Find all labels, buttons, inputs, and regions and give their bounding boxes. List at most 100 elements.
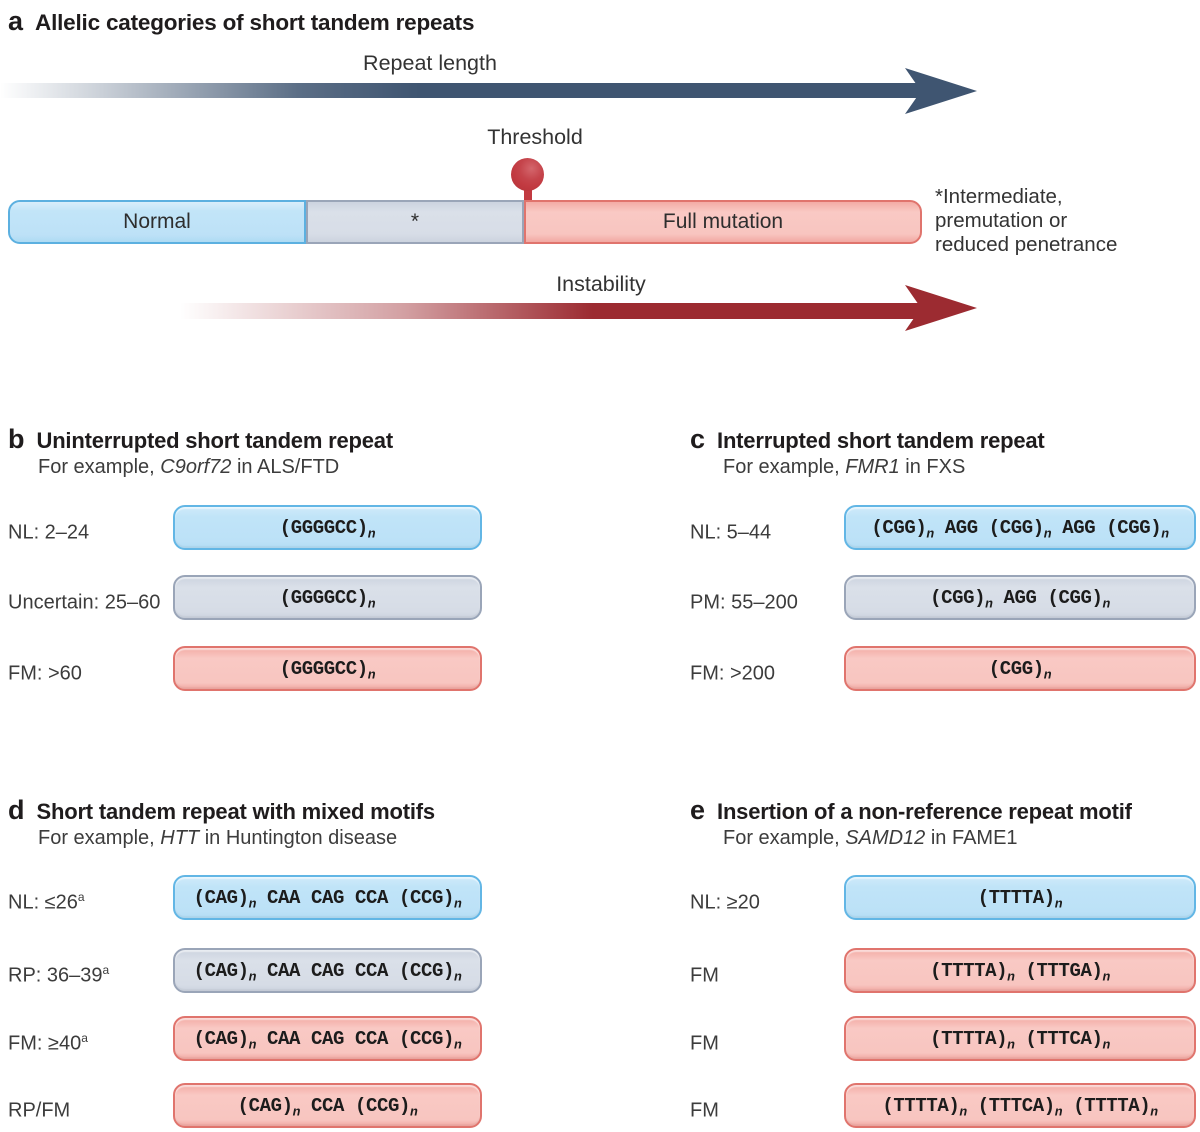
panel-c-header: c Interrupted short tandem repeat	[690, 424, 1045, 455]
repeat-motif-text: (TTTTA)n	[977, 886, 1063, 912]
allele-row: FM: >60 (GGGGCC)n	[0, 646, 660, 691]
panel-d-subtitle: For example, HTT in Huntington disease	[38, 827, 397, 850]
motif-pill: (CAG)n CAA CAG CCA (CCG)n	[173, 875, 482, 920]
repeat-length-label: Repeat length	[363, 51, 497, 75]
gene-name: SAMD12	[845, 827, 926, 849]
motif-pill: (TTTTA)n (TTTCA)n	[844, 1016, 1196, 1061]
motif-pill: (CGG)n	[844, 646, 1196, 691]
allele-range-label: FM	[690, 1099, 719, 1122]
threshold-pin-icon	[511, 158, 544, 191]
gene-name: FMR1	[845, 456, 900, 478]
allele-range-label: Uncertain: 25–60	[8, 591, 161, 614]
repeat-motif-text: (GGGGCC)n	[279, 657, 376, 683]
bar-segment-full-mutation-label: Full mutation	[662, 210, 784, 233]
repeat-motif-text: (CAG)n CAA CAG CCA (CCG)n	[193, 886, 462, 912]
motif-pill: (CGG)n AGG (CGG)n	[844, 575, 1196, 620]
instability-label: Instability	[556, 272, 646, 296]
allele-row: PM: 55–200 (CGG)n AGG (CGG)n	[680, 575, 1200, 620]
panel-b-letter: b	[8, 424, 25, 454]
repeat-motif-text: (GGGGCC)n	[279, 516, 376, 542]
panel-d-header: d Short tandem repeat with mixed motifs	[8, 795, 435, 826]
allele-row: FM: >200 (CGG)n	[680, 646, 1200, 691]
allele-row: NL: ≤26a (CAG)n CAA CAG CCA (CCG)n	[0, 875, 660, 920]
asterisk-note-line: *Intermediate,	[935, 185, 1063, 208]
allele-range-label: NL: 5–44	[690, 521, 772, 544]
repeat-motif-text: (TTTTA)n (TTTGA)n	[930, 959, 1110, 985]
allele-row: NL: ≥20 (TTTTA)n	[680, 875, 1200, 920]
panel-c-letter: c	[690, 424, 706, 454]
repeat-motif-text: (CAG)n CCA (CCG)n	[237, 1094, 418, 1120]
panel-e-subtitle: For example, SAMD12 in FAME1	[723, 827, 1018, 850]
asterisk-note: *Intermediate, premutation or reduced pe…	[935, 185, 1117, 257]
motif-pill: (CAG)n CCA (CCG)n	[173, 1083, 482, 1128]
repeat-length-arrowhead-icon	[905, 68, 977, 114]
allele-category-bar: Normal * Full mutation	[8, 200, 922, 244]
panel-d: d Short tandem repeat with mixed motifs …	[0, 791, 660, 1132]
allele-row: FM (TTTTA)n (TTTCA)n	[680, 1016, 1200, 1061]
panel-c: c Interrupted short tandem repeat For ex…	[680, 420, 1200, 765]
example-prefix: For example,	[38, 456, 161, 478]
allele-range-label: FM: >200	[690, 662, 776, 685]
repeat-motif-text: (CGG)n AGG (CGG)n AGG (CGG)n	[871, 516, 1169, 542]
panel-c-subtitle: For example, FMR1 in FXS	[723, 456, 965, 479]
example-prefix: For example,	[723, 456, 846, 478]
motif-pill: (TTTTA)n	[844, 875, 1196, 920]
bar-segment-normal-label: Normal	[123, 210, 191, 233]
panel-e: e Insertion of a non-reference repeat mo…	[680, 791, 1200, 1132]
repeat-motif-text: (CGG)n AGG (CGG)n	[930, 586, 1110, 612]
allele-range-label: FM	[690, 964, 719, 987]
threshold-label: Threshold	[487, 125, 583, 149]
panel-c-title: Interrupted short tandem repeat	[717, 428, 1045, 453]
allele-row: FM (TTTTA)n (TTTGA)n	[680, 948, 1200, 993]
panel-b-header: b Uninterrupted short tandem repeat	[8, 424, 393, 455]
bar-segment-full-mutation: Full mutation	[524, 200, 922, 244]
motif-pill: (CGG)n AGG (CGG)n AGG (CGG)n	[844, 505, 1196, 550]
instability-arrow	[180, 303, 930, 319]
example-suffix: in FAME1	[925, 827, 1018, 849]
allele-row: FM (TTTTA)n (TTTCA)n (TTTTA)n	[680, 1083, 1200, 1128]
allele-row: RP: 36–39a (CAG)n CAA CAG CCA (CCG)n	[0, 948, 660, 993]
panel-b-subtitle: For example, C9orf72 in ALS/FTD	[38, 456, 339, 479]
allele-range-label: NL: 2–24	[8, 521, 90, 544]
motif-pill: (GGGGCC)n	[173, 575, 482, 620]
motif-pill: (CAG)n CAA CAG CCA (CCG)n	[173, 1016, 482, 1061]
panel-d-title: Short tandem repeat with mixed motifs	[36, 799, 436, 824]
motif-pill: (CAG)n CAA CAG CCA (CCG)n	[173, 948, 482, 993]
allele-row: NL: 5–44 (CGG)n AGG (CGG)n AGG (CGG)n	[680, 505, 1200, 550]
bar-segment-uncertain-label: *	[410, 210, 420, 233]
instability-arrowhead-icon	[905, 285, 977, 331]
gene-name: HTT	[160, 827, 200, 849]
example-prefix: For example,	[723, 827, 846, 849]
allele-range-label: FM: ≥40a	[8, 1031, 88, 1055]
bar-segment-uncertain: *	[306, 200, 524, 244]
repeat-motif-text: (CGG)n	[988, 657, 1052, 683]
allele-range-label: FM: >60	[8, 662, 82, 685]
motif-pill: (TTTTA)n (TTTGA)n	[844, 948, 1196, 993]
asterisk-note-line: reduced penetrance	[935, 233, 1118, 256]
repeat-motif-text: (CAG)n CAA CAG CCA (CCG)n	[193, 1027, 462, 1053]
panel-b-title: Uninterrupted short tandem repeat	[36, 428, 394, 453]
bar-segment-normal: Normal	[8, 200, 306, 244]
allele-range-label: RP: 36–39a	[8, 963, 110, 987]
motif-pill: (TTTTA)n (TTTCA)n (TTTTA)n	[844, 1083, 1196, 1128]
panel-a: a Allelic categories of short tandem rep…	[0, 0, 1200, 400]
allele-range-label: RP/FM	[8, 1099, 71, 1122]
panel-e-title: Insertion of a non-reference repeat moti…	[717, 799, 1132, 824]
repeat-motif-text: (TTTTA)n (TTTCA)n	[930, 1027, 1110, 1053]
allele-range-label: NL: ≥20	[690, 891, 760, 914]
allele-range-label: NL: ≤26a	[8, 890, 85, 914]
motif-pill: (GGGGCC)n	[173, 505, 482, 550]
panel-e-header: e Insertion of a non-reference repeat mo…	[690, 795, 1132, 826]
example-prefix: For example,	[38, 827, 161, 849]
panel-a-letter: a	[8, 6, 24, 36]
example-suffix: in Huntington disease	[199, 827, 398, 849]
repeat-motif-text: (TTTTA)n (TTTCA)n (TTTTA)n	[882, 1094, 1158, 1120]
panel-e-letter: e	[690, 795, 706, 825]
example-suffix: in ALS/FTD	[231, 456, 340, 478]
gene-name: C9orf72	[160, 456, 232, 478]
allele-range-label: PM: 55–200	[690, 591, 798, 614]
repeat-motif-text: (CAG)n CAA CAG CCA (CCG)n	[193, 959, 462, 985]
allele-row: NL: 2–24 (GGGGCC)n	[0, 505, 660, 550]
repeat-motif-text: (GGGGCC)n	[279, 586, 376, 612]
